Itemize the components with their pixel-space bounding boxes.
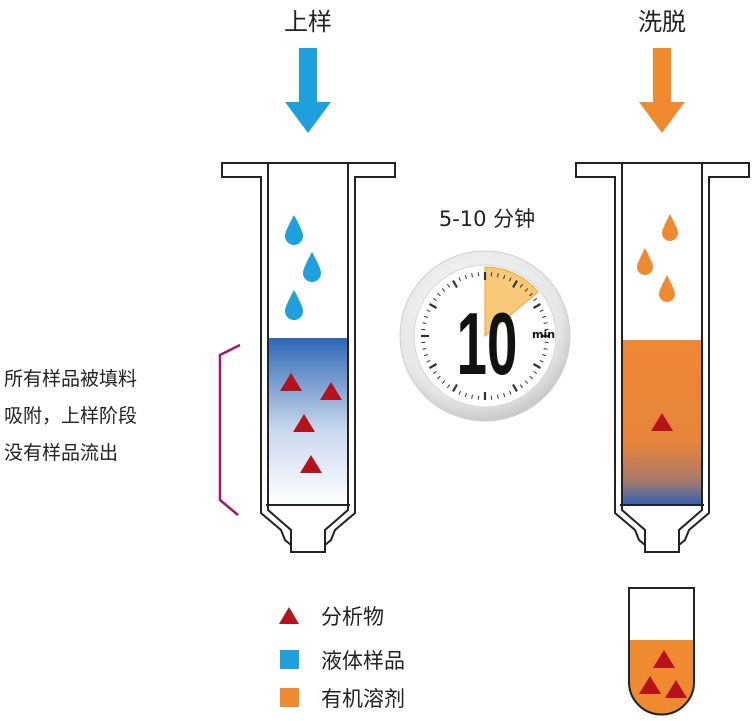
timer-minor-tick [437, 375, 441, 380]
timer-minor-tick [519, 384, 524, 389]
load-cartridge [221, 162, 396, 553]
analyte-triangle-icon [653, 650, 675, 668]
timer-major-tick [452, 383, 458, 392]
svg-text:液体样品: 液体样品 [321, 649, 405, 673]
timer-minor-tick [541, 354, 547, 357]
droplet-icon [303, 252, 321, 282]
timer-minor-tick [432, 297, 437, 302]
analyte-triangle-icon [300, 455, 322, 473]
elute-cartridge [575, 162, 750, 553]
timer-unit: min [532, 328, 555, 341]
analyte-triangle-icon [279, 607, 299, 624]
timer-minor-tick [533, 370, 538, 375]
timer-minor-tick [441, 380, 446, 384]
timer-minor-tick [508, 390, 512, 395]
timer-minor-tick [441, 288, 446, 292]
timer-minor-tick [508, 277, 512, 282]
svg-text:有机溶剂: 有机溶剂 [321, 687, 405, 711]
load-arrow-icon [285, 48, 331, 133]
legend: 分析物 液体样品 有机溶剂 [279, 605, 405, 711]
timer-minor-tick [432, 370, 437, 375]
timer-minor-tick [458, 390, 462, 395]
timer-number: 10 [457, 295, 518, 394]
timer-major-tick [532, 303, 541, 309]
analyte-triangle-icon [293, 414, 315, 432]
timer-minor-tick [533, 297, 538, 302]
timer-minor-tick [437, 292, 441, 297]
timer-minor-tick [524, 380, 529, 384]
legend-item-analyte: 分析物 [279, 605, 384, 629]
svg-text:分析物: 分析物 [321, 605, 384, 629]
timer-minor-tick [496, 273, 499, 278]
load-step-title: 上样 [284, 8, 332, 36]
droplet-icon [637, 248, 653, 275]
timer-minor-tick [519, 283, 524, 288]
timer-minor-tick [422, 322, 427, 325]
timer-minor-tick [496, 394, 499, 399]
timer-minor-tick [422, 347, 427, 350]
timer-major-tick [429, 363, 438, 369]
analyte-triangle-icon [280, 373, 302, 391]
annotation-text: 所有样品被填料 吸附，上样阶段 没有样品流出 [4, 368, 143, 464]
timer-minor-tick [503, 274, 506, 280]
elute-step-title: 洗脱 [638, 8, 686, 36]
timer-minor-tick [464, 392, 467, 398]
timer-minor-tick [539, 359, 544, 363]
timer-minor-tick [503, 392, 506, 398]
droplet-icon [662, 214, 678, 241]
timer-minor-tick [541, 315, 547, 318]
timer-major-tick [532, 363, 541, 369]
timer-minor-tick [458, 277, 462, 282]
stopwatch-icon: 10 min [399, 250, 571, 422]
timer-caption: 5-10 分钟 [439, 207, 535, 231]
timer-minor-tick [539, 309, 544, 313]
blue-square-icon [280, 650, 299, 669]
timer-minor-tick [426, 309, 431, 313]
collection-tube [628, 587, 695, 716]
timer-minor-tick [423, 354, 429, 357]
timer-minor-tick [426, 359, 431, 363]
timer-major-tick [429, 303, 438, 309]
timer-minor-tick [471, 394, 474, 399]
analyte-triangle-icon [651, 413, 673, 431]
legend-item-liquid-sample: 液体样品 [280, 649, 405, 673]
droplet-icon [659, 275, 675, 302]
analyte-triangle-icon [639, 676, 661, 694]
timer-minor-tick [529, 292, 533, 297]
timer-minor-tick [423, 315, 429, 318]
timer-minor-tick [524, 288, 529, 292]
legend-item-organic-solvent: 有机溶剂 [280, 687, 405, 711]
elute-arrow-icon [639, 48, 685, 133]
annotation-bracket [218, 343, 241, 516]
timer-minor-tick [446, 384, 451, 389]
timer-minor-tick [543, 322, 548, 325]
timer-minor-tick [446, 283, 451, 288]
droplet-icon [285, 215, 303, 245]
timer-minor-tick [464, 274, 467, 280]
droplet-icon [285, 290, 303, 320]
timer-minor-tick [529, 375, 533, 380]
analyte-triangle-icon [665, 680, 687, 698]
timer-major-tick [512, 383, 518, 392]
timer-minor-tick [543, 347, 548, 350]
timer-major-tick [452, 280, 458, 289]
orange-square-icon [280, 688, 299, 707]
timer-minor-tick [471, 273, 474, 278]
timer-major-tick [512, 280, 518, 289]
analyte-triangle-icon [320, 382, 342, 400]
